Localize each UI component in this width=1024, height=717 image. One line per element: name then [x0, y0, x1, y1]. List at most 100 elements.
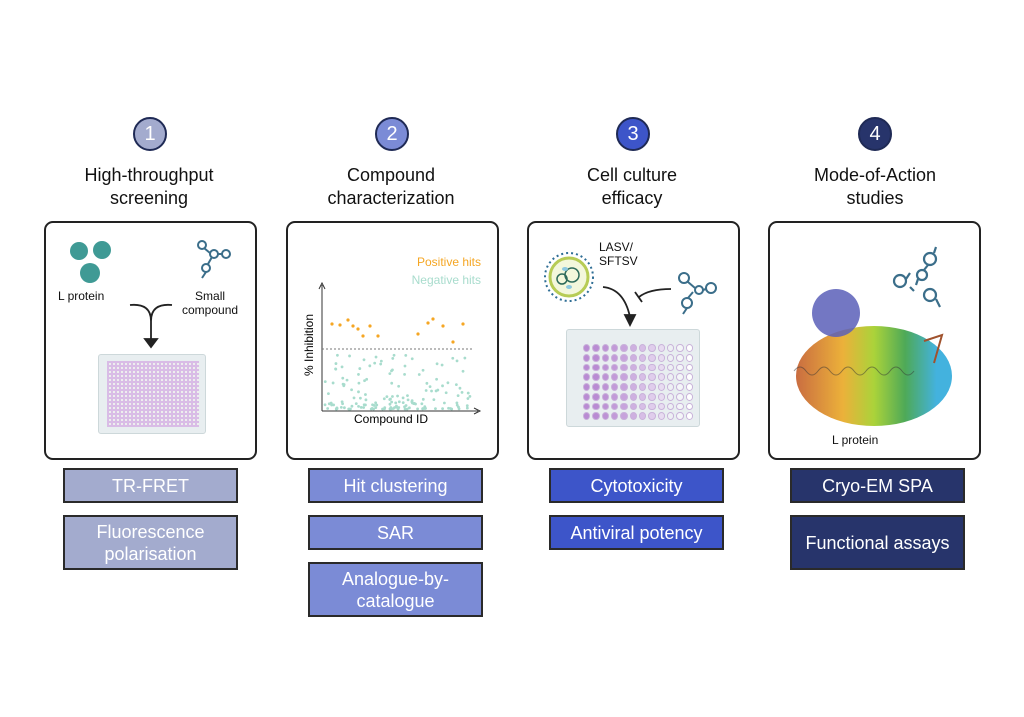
- negative-hit-point: [424, 389, 428, 392]
- well: [601, 392, 609, 401]
- negative-hit-point: [357, 381, 361, 385]
- negative-hit-point: [441, 384, 444, 388]
- negative-hit-point: [390, 381, 394, 385]
- y-axis: [318, 281, 326, 411]
- well: [583, 363, 591, 372]
- label-line: SFTSV: [599, 254, 638, 268]
- positive-hit-point: [361, 334, 365, 338]
- negative-hit-point: [446, 381, 450, 385]
- tag-tr-fret: TR-FRET: [63, 468, 238, 503]
- x-axis-label: Compound ID: [354, 412, 429, 426]
- virus-label: LASV/SFTSV: [599, 240, 638, 268]
- well: [639, 402, 647, 411]
- negative-hit-point: [420, 402, 424, 406]
- negative-hit-point: [336, 353, 339, 357]
- negative-hit-point: [461, 369, 465, 373]
- negative-hit-point: [401, 401, 405, 405]
- well: [629, 383, 637, 391]
- negative-hit-point: [363, 379, 366, 383]
- tag-antiviral-potency: Antiviral potency: [549, 515, 724, 550]
- step-2-panel: Positive hits Negative hits % Inhibition…: [286, 221, 499, 460]
- title-line: High-throughput: [84, 165, 214, 185]
- well: [648, 344, 656, 352]
- negative-hit-point: [456, 394, 460, 398]
- well: [583, 344, 591, 352]
- well: [685, 363, 693, 372]
- molecule-icon: [197, 240, 231, 279]
- well: [639, 383, 647, 391]
- inhibition-arrow-icon: [602, 286, 672, 328]
- negative-hit-point: [447, 406, 450, 410]
- negative-hit-point: [334, 367, 337, 371]
- well: [611, 383, 619, 391]
- negative-hit-point: [357, 390, 360, 394]
- negative-hit-point: [342, 384, 346, 388]
- tag-functional-assays: Functional assays: [790, 515, 965, 570]
- well: [667, 392, 675, 401]
- negative-hit-point: [374, 355, 378, 359]
- positive-hit-point: [426, 321, 430, 325]
- negative-hit-point: [375, 403, 379, 407]
- title-line: Cell culture: [586, 165, 678, 185]
- title-line: studies: [846, 188, 904, 208]
- negative-hit-point: [458, 386, 462, 390]
- negative-hit-point: [379, 359, 383, 363]
- negative-hit-point: [383, 406, 387, 410]
- well: [601, 383, 609, 391]
- protein-structure-icon: [793, 289, 952, 426]
- negative-hit-point: [350, 388, 353, 392]
- negative-hit-point: [341, 402, 344, 406]
- negative-hit-point: [364, 398, 368, 402]
- negative-hit-point: [410, 399, 414, 403]
- negative-hit-point: [394, 401, 398, 405]
- title-line: Mode-of-Action: [813, 165, 937, 185]
- positive-hit-point: [376, 334, 380, 338]
- well: [620, 353, 628, 362]
- negative-hit-point: [388, 372, 392, 375]
- negative-hit-point: [341, 376, 345, 380]
- well: [629, 353, 637, 362]
- well: [629, 344, 637, 352]
- well: [667, 383, 675, 391]
- well: [629, 373, 637, 381]
- negative-hit-point: [390, 369, 393, 373]
- well: [676, 344, 684, 352]
- negative-hit-point: [374, 406, 378, 409]
- well: [648, 392, 656, 401]
- well: [583, 373, 591, 381]
- well: [629, 363, 637, 372]
- negative-hit-point: [326, 407, 330, 410]
- positive-hit-point: [461, 322, 465, 326]
- well: [583, 392, 591, 401]
- negative-hit-point: [442, 401, 446, 405]
- well: [620, 383, 628, 391]
- negative-hit-point: [408, 406, 411, 410]
- well: [685, 373, 693, 381]
- well: [657, 353, 665, 362]
- positive-hit-point: [338, 323, 342, 327]
- negative-hit-point: [368, 364, 372, 368]
- well: [583, 353, 591, 362]
- negative-hit-point: [357, 373, 360, 376]
- well: [639, 373, 647, 381]
- negative-hit-point: [465, 406, 469, 410]
- tag-sar: SAR: [308, 515, 483, 550]
- negative-hit-point: [405, 407, 409, 411]
- well: [611, 344, 619, 352]
- well: [667, 353, 675, 362]
- negative-hit-point: [350, 404, 354, 408]
- tag-cytotoxicity: Cytotoxicity: [549, 468, 724, 503]
- negative-hit-point: [435, 362, 439, 366]
- well: [583, 402, 591, 411]
- negative-hit-point: [396, 394, 399, 398]
- negative-hit-point: [451, 356, 455, 360]
- negative-hit-point: [370, 407, 374, 410]
- well: [620, 392, 628, 401]
- well: [592, 392, 600, 401]
- negative-hit-point: [401, 396, 405, 400]
- negative-hit-point: [347, 407, 351, 411]
- negative-hit-point: [395, 404, 398, 408]
- negative-hit-point: [354, 402, 358, 406]
